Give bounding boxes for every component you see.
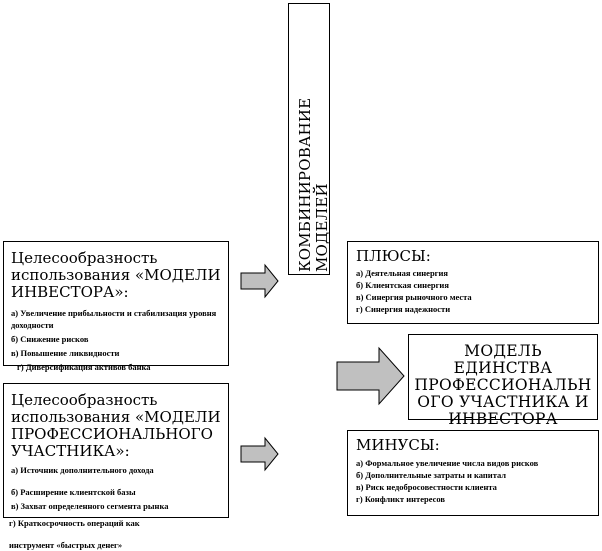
minuses-item: г) Конфликт интересов [356, 494, 445, 504]
investor-model-item: г) Диверсификация активов банка [17, 362, 151, 372]
investor-model-item: б) Снижение рисков [11, 334, 89, 344]
participant-model-item: а) Источник дополнительного дохода [11, 465, 154, 475]
pluses-item: г) Синергия надежности [356, 304, 451, 314]
pluses-item: а) Деятельная синергия [356, 268, 449, 278]
combining-models-label: КОМБИНИРОВАНИЕ МОДЕЛЕЙ [296, 97, 330, 272]
investor-model-title: Целесообразность использования «МОДЕЛИ И… [11, 249, 221, 301]
participant-model-item: б) Расширение клиентской базы [11, 487, 136, 497]
pluses-item: в) Синергия рыночного места [356, 292, 472, 302]
arrow-right-icon [336, 346, 405, 406]
participant-model-item: инструмент «быстрых денег» [9, 540, 123, 550]
participant-model-title: Целесообразность использования «МОДЕЛИ П… [11, 391, 221, 460]
combining-models-box: КОМБИНИРОВАНИЕ МОДЕЛЕЙ [288, 3, 330, 275]
minuses-title: МИНУСЫ: [356, 436, 440, 454]
investor-model-item: в) Повышение ликвидности [11, 348, 120, 358]
minuses-box: МИНУСЫ: а) Формальное увеличение числа в… [347, 430, 599, 516]
participant-model-item: в) Захват определенного сегмента рынка [11, 501, 169, 511]
unity-model-box: МОДЕЛЬ ЕДИНСТВА ПРОФЕССИОНАЛЬН ОГО УЧАСТ… [408, 334, 598, 428]
participant-model-box: Целесообразность использования «МОДЕЛИ П… [3, 383, 229, 518]
arrow-right-icon [240, 263, 279, 299]
pluses-item: б) Клиентская синергия [356, 280, 449, 290]
pluses-box: ПЛЮСЫ: а) Деятельная синергия б) Клиентс… [347, 241, 599, 324]
minuses-item: б) Дополнительные затраты и капитал [356, 470, 507, 480]
minuses-item: в) Риск недобросовестности клиента [356, 482, 497, 492]
investor-model-box: Целесообразность использования «МОДЕЛИ И… [3, 241, 229, 372]
unity-model-label: МОДЕЛЬ ЕДИНСТВА ПРОФЕССИОНАЛЬН ОГО УЧАСТ… [414, 342, 592, 428]
arrow-right-icon [240, 436, 279, 472]
minuses-item: а) Формальное увеличение числа видов рис… [356, 458, 539, 468]
investor-model-item: а) Увеличение прибыльности и стабилизаци… [11, 308, 217, 330]
pluses-title: ПЛЮСЫ: [356, 247, 431, 265]
participant-model-item: г) Краткосрочность операций как [9, 518, 140, 528]
